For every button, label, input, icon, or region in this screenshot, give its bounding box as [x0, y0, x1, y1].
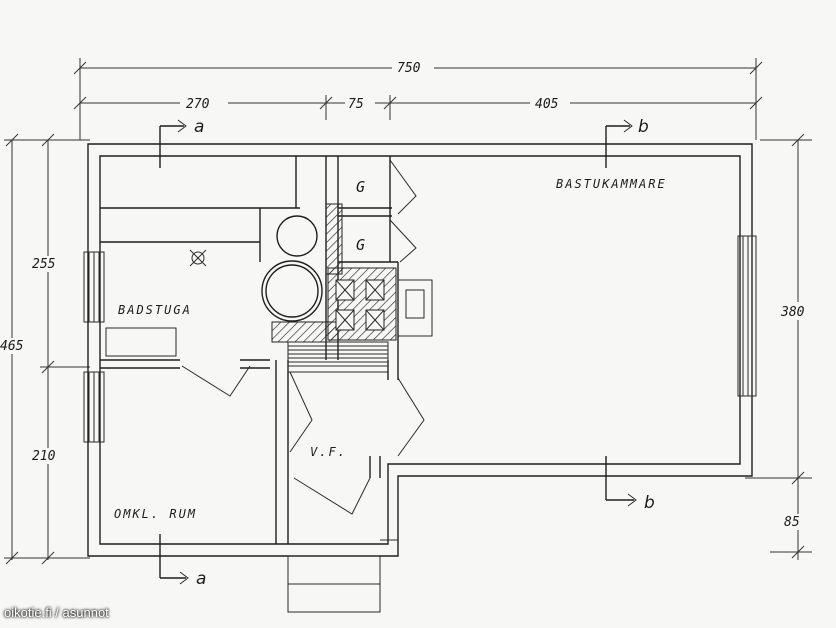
dim-total-width: 750 — [397, 61, 421, 76]
section-marker-b-bottom — [605, 456, 637, 507]
dim-seg1: 270 — [186, 97, 210, 112]
sauna-stove-icon — [261, 260, 323, 322]
dim-seg3: 405 — [535, 97, 559, 112]
room-label-omkl-rum: OMKL. RUM — [114, 507, 197, 521]
sauna-stove-inner-icon — [265, 264, 319, 318]
dim-seg2: 75 — [348, 97, 364, 112]
section-b-top-label: b — [638, 117, 649, 137]
dim-left-upper: 255 — [32, 257, 56, 272]
top-dimensions — [73, 58, 763, 140]
dim-right-lower: 85 — [784, 515, 800, 530]
stove-chimney — [271, 203, 433, 373]
room-label-badstuga: BADSTUGA — [118, 303, 192, 317]
watermark: oikotie.fi / asunnot — [4, 605, 109, 620]
room-label-vf: V.F. — [310, 445, 347, 459]
right-dimensions — [745, 133, 812, 560]
dim-left-lower: 210 — [32, 449, 56, 464]
section-marker-b-top — [605, 119, 633, 168]
dim-left-total: 465 — [0, 339, 24, 354]
section-a-top-label: a — [194, 117, 204, 137]
section-b-bottom-label: b — [644, 493, 655, 513]
left-dimensions — [4, 133, 90, 565]
windows — [83, 235, 757, 443]
room-label-bastukammare: BASTUKAMMARE — [556, 177, 667, 191]
dim-right-main: 380 — [780, 305, 805, 320]
room-label-g-lower: G — [356, 236, 367, 254]
outer-walls — [87, 143, 753, 557]
room-label-g-upper: G — [356, 178, 367, 196]
section-a-bottom-label: a — [196, 569, 206, 589]
section-marker-a-top — [159, 119, 187, 168]
section-marker-a-bottom — [159, 534, 189, 585]
water-tank-icon — [276, 215, 318, 257]
ceiling-lamp-icon — [189, 249, 207, 267]
